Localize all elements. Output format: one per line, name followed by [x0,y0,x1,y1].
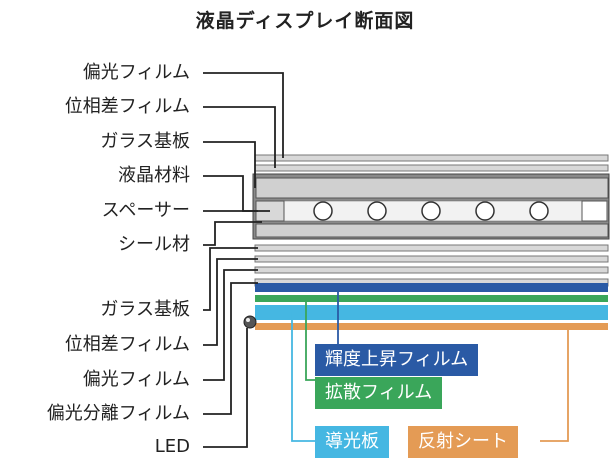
callout-diffuser-film: 拡散フィルム [315,377,443,409]
spacer-ball [421,201,441,221]
label-retarder-bottom: 位相差フィルム [64,334,190,355]
diffuser-film [255,295,608,302]
brightness-enhancement-film [255,283,608,292]
leader-lines [203,72,284,448]
spacer-ball [313,201,333,221]
label-polarizer-top: 偏光フィルム [82,62,190,83]
leader-diffuser [305,298,316,381]
glass-substrate-top [255,177,609,199]
label-glass-bottom: ガラス基板 [100,299,190,320]
led-icon [243,315,257,329]
label-polarizer-bottom: 偏光フィルム [82,369,190,390]
retarder-film-top [254,164,609,172]
callout-reflector-sheet: 反射シート [408,426,518,458]
label-led: LED [154,436,190,457]
light-guide-plate [255,305,608,320]
label-sealant: シール材 [118,234,190,255]
polarizer-film-top [254,154,609,162]
label-retarder-top: 位相差フィルム [64,96,190,117]
label-liquid-crystal: 液晶材料 [118,165,190,186]
retarder-film-bottom [254,255,609,263]
callout-brightness-film: 輝度上昇フィルム [315,344,479,376]
callout-light-guide: 導光板 [315,426,389,458]
label-spacer: スペーサー [101,200,190,221]
spacer-ball [529,201,549,221]
polarizer-film-bottom [254,266,609,274]
leader-light-guide [291,312,316,442]
glass-bottom-film [254,244,609,252]
glass-substrate-bottom [255,223,609,238]
leader-reflector [540,327,569,442]
label-reflective-polarizer: 偏光分離フィルム [46,403,190,424]
diagram-title: 液晶ディスプレイ断面図 [195,10,415,32]
spacer-ball [475,201,495,221]
reflector-sheet [255,323,608,330]
sealant-right [581,200,608,222]
led-highlight [246,318,250,322]
spacer-ball [367,201,387,221]
label-glass-top: ガラス基板 [100,131,190,152]
